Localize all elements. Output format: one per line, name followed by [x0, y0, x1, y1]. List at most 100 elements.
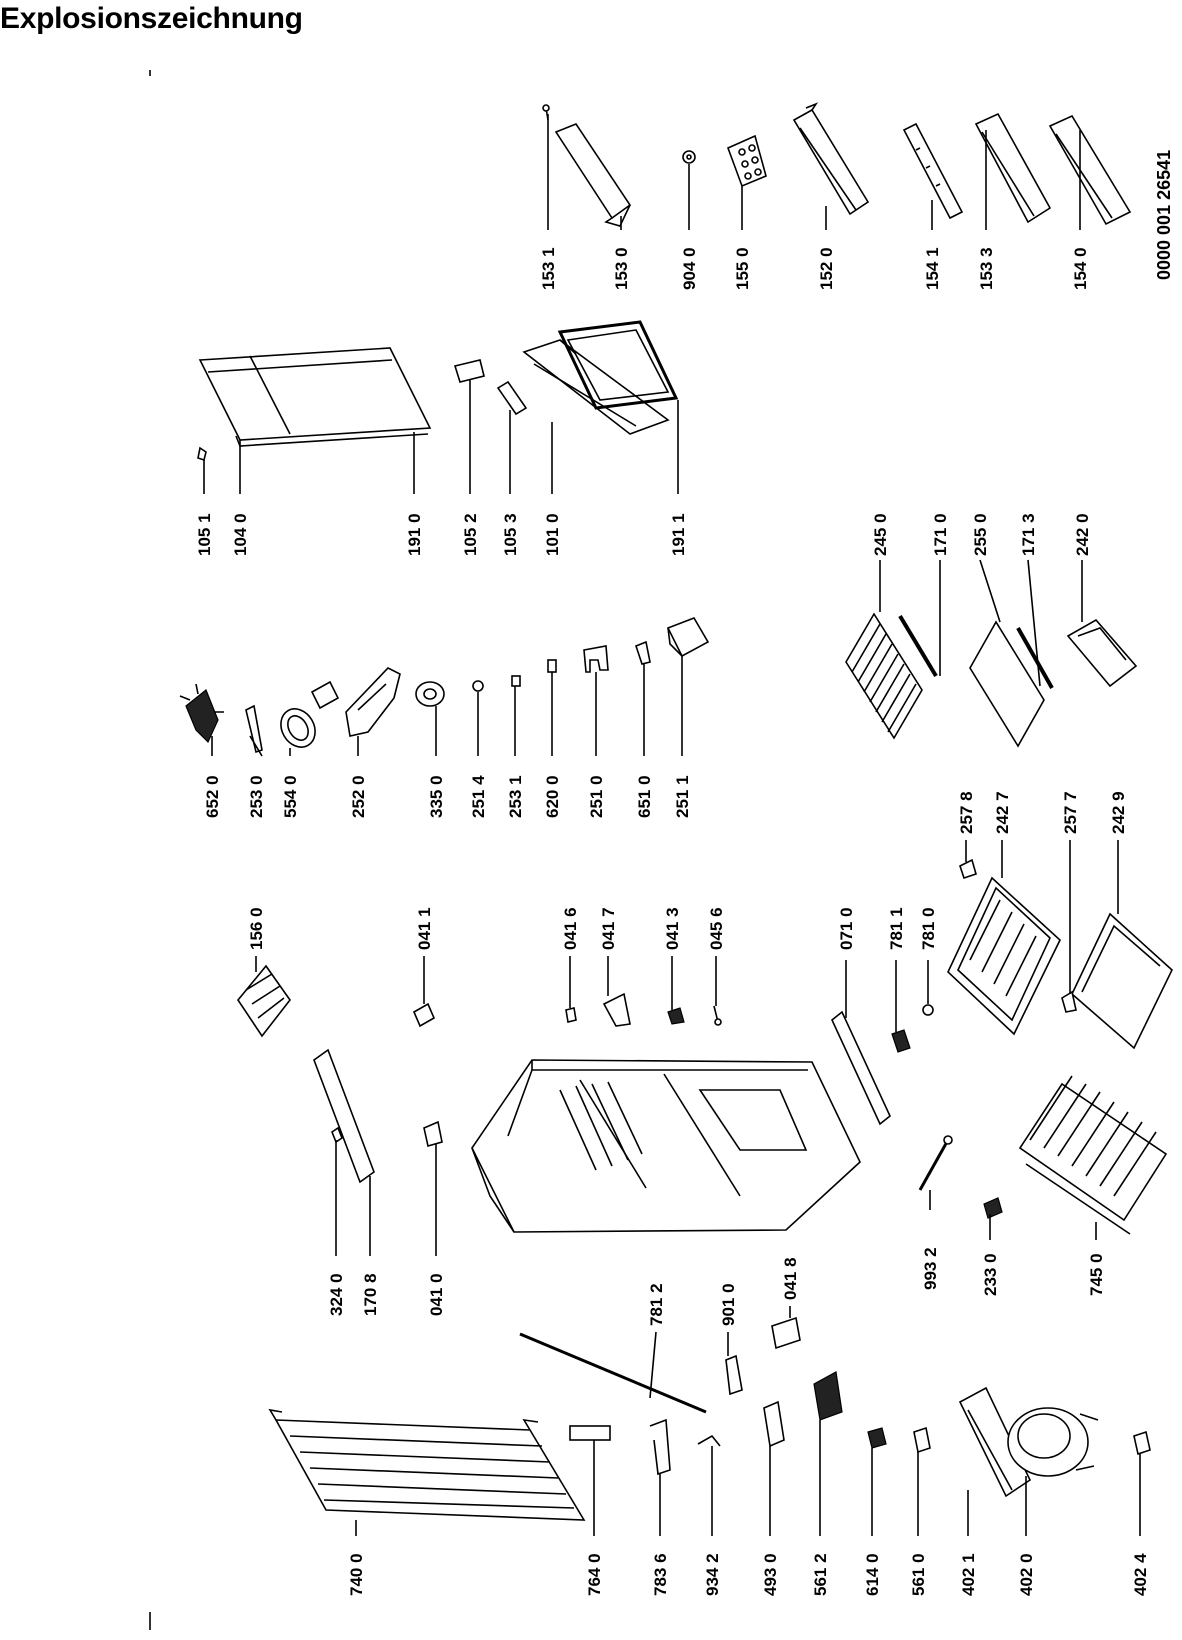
part-label: 402 1: [959, 1553, 978, 1596]
part-label: 255 0: [971, 513, 990, 556]
bush-9040-drawing: [682, 150, 696, 164]
pin-0456-drawing: [713, 1005, 722, 1026]
page-title: Explosionszeichnung: [0, 2, 303, 35]
part-label: 335 0: [427, 775, 446, 818]
crisper-2427-drawing: [947, 876, 1061, 1036]
part-label: 783 6: [651, 1553, 670, 1596]
part-label: 253 0: [247, 775, 266, 818]
part-label: 242 7: [993, 791, 1012, 834]
tray-4021-drawing: [958, 1386, 1032, 1498]
clip-0418-drawing: [771, 1316, 801, 1350]
part-7811-drawing: [891, 1029, 911, 1053]
part-label: 554 0: [281, 775, 300, 818]
part-label: 745 0: [1087, 1253, 1106, 1296]
shelf-2450-drawing: [845, 612, 923, 740]
part-label: 257 8: [957, 791, 976, 834]
holder-9010-drawing: [725, 1354, 743, 1396]
part-label: 041 6: [561, 907, 580, 950]
bracket-2510-drawing: [583, 645, 609, 673]
part-label: 041 3: [663, 907, 682, 950]
relay-5612-drawing: [813, 1371, 843, 1421]
freezer-door-1040-drawing: [198, 347, 432, 447]
bracket-0417-drawing: [602, 992, 631, 1027]
bulb-3350-drawing: [415, 681, 445, 707]
part-label: 652 0: [203, 775, 222, 818]
part-label: 934 2: [703, 1553, 722, 1596]
part-label: 901 0: [719, 1283, 738, 1326]
part-label: 561 0: [909, 1553, 928, 1596]
leader-lines: [203, 114, 1141, 1536]
part-label: 740 0: [347, 1553, 366, 1596]
clip-2531-drawing: [511, 675, 521, 687]
part-label: 045 6: [707, 907, 726, 950]
part-label: 156 0: [247, 907, 266, 950]
box-2511-drawing: [666, 617, 710, 658]
door-rack-1530-drawing: [554, 123, 632, 227]
part-label: 154 0: [1071, 247, 1090, 290]
part-label: 402 0: [1017, 1553, 1036, 1596]
drier-7640-drawing: [569, 1425, 611, 1441]
part-label: 191 0: [405, 513, 424, 556]
part-label: 171 3: [1019, 513, 1038, 556]
part-7810-drawing: [922, 1004, 934, 1016]
part-9342-drawing: [697, 1434, 721, 1447]
cabinet-drawing: [471, 1059, 861, 1233]
strip-1713-drawing: [1016, 627, 1054, 689]
part-label: 561 2: [811, 1553, 830, 1596]
flap-1708-drawing: [313, 1048, 375, 1184]
clip-0411-drawing: [412, 1002, 436, 1028]
relay-6140-drawing: [867, 1427, 887, 1449]
fridge-door-1010-drawing: [522, 339, 670, 435]
egg-tray-1550-drawing: [726, 134, 767, 188]
part-4024-drawing: [1133, 1430, 1151, 1456]
part-label: 105 3: [501, 513, 520, 556]
hinge-0413-drawing: [667, 1007, 685, 1025]
part-label: 781 0: [919, 907, 938, 950]
part-label: 651 0: [635, 775, 654, 818]
part-label: 257 7: [1061, 791, 1080, 834]
light-cover-5540-drawing: [280, 680, 340, 748]
clip-0410-drawing: [423, 1120, 443, 1148]
clip-2578-drawing: [959, 858, 977, 880]
rail-0710-drawing: [831, 1010, 891, 1126]
part-label: 993 2: [921, 1247, 940, 1290]
door-rack-1520-drawing: [792, 102, 870, 216]
part-label: 251 4: [469, 775, 488, 818]
part-label: 041 1: [415, 907, 434, 950]
part-label: 105 1: [195, 513, 214, 556]
part-labels: 153 1 153 0 904 0 155 0 152 0 154 1 153 …: [195, 247, 1150, 1596]
part-label: 154 1: [923, 247, 942, 290]
part-label: 781 2: [647, 1283, 666, 1326]
part-label: 493 0: [761, 1553, 780, 1596]
hinge-1053-drawing: [496, 380, 528, 416]
rail-1541-drawing: [902, 122, 964, 220]
tray-2420-drawing: [1066, 618, 1138, 688]
part-label: 252 0: [349, 775, 368, 818]
cover-4930-drawing: [763, 1400, 785, 1448]
clip-2577-drawing: [1061, 990, 1077, 1013]
compressor-4020-drawing: [1007, 1407, 1099, 1477]
part-label: 071 0: [837, 907, 856, 950]
ring-2514-drawing: [472, 680, 484, 692]
part-label: 233 0: [981, 1253, 1000, 1296]
door-rack-1540-drawing: [1048, 114, 1132, 226]
part-label: 153 1: [539, 247, 558, 290]
condenser-7400-drawing: [268, 1408, 586, 1521]
screw-6510-drawing: [635, 640, 651, 665]
clip-7836-drawing: [649, 1418, 671, 1476]
door-rack-1533-drawing: [974, 112, 1052, 224]
part-label: 171 0: [931, 513, 950, 556]
part-label: 153 3: [977, 247, 996, 290]
part-label: 904 0: [680, 247, 699, 290]
crisper-2429-drawing: [1071, 912, 1173, 1050]
part-label: 041 8: [781, 1257, 800, 1300]
part-label: 191 1: [669, 513, 688, 556]
document-number: 0000 001 26541: [1154, 150, 1174, 280]
hinge-1052-drawing: [453, 359, 485, 383]
part-label: 170 8: [361, 1273, 380, 1316]
part-label: 104 0: [231, 513, 250, 556]
ice-tray-1560-drawing: [237, 964, 291, 1038]
part-label: 402 4: [1131, 1553, 1150, 1596]
part-label: 251 0: [587, 775, 606, 818]
